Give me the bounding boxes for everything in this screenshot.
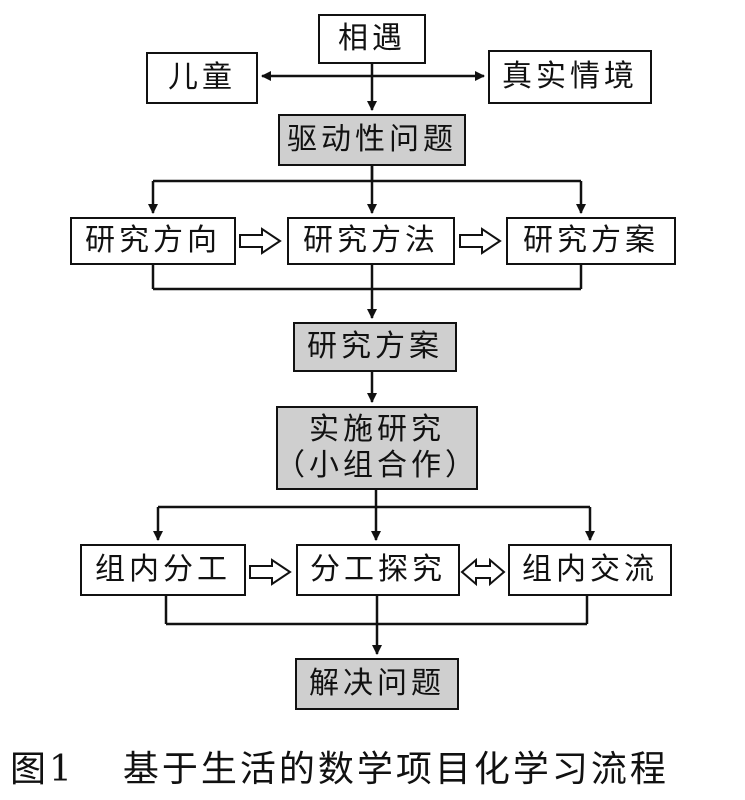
node-research-method: 研究方法 xyxy=(287,217,455,265)
node-research-plan-a: 研究方案 xyxy=(506,217,676,265)
node-research-plan-b: 研究方案 xyxy=(293,322,457,372)
node-implement-line2: （小组合作） xyxy=(275,448,479,483)
node-division-inquiry: 分工探究 xyxy=(296,544,460,596)
figure-title: 基于生活的数学项目化学习流程 xyxy=(122,749,669,790)
node-group-exchange: 组内交流 xyxy=(508,544,672,596)
node-encounter: 相遇 xyxy=(318,14,426,64)
node-solve-problem: 解决问题 xyxy=(295,658,459,710)
hollow-double-arrow-inquiry-exchange xyxy=(460,557,506,587)
figure-number: 图1 xyxy=(10,749,75,790)
node-group-division: 组内分工 xyxy=(80,544,246,596)
node-driving-question: 驱动性问题 xyxy=(278,114,466,166)
node-research-direction: 研究方向 xyxy=(70,217,236,265)
hollow-arrow-direction-to-method xyxy=(239,227,282,255)
hollow-arrow-division-to-inquiry xyxy=(249,558,292,586)
node-children: 儿童 xyxy=(146,52,258,104)
figure-caption: 图1 基于生活的数学项目化学习流程 xyxy=(0,738,745,794)
node-implement-research: 实施研究 （小组合作） xyxy=(275,406,479,490)
hollow-arrow-method-to-plan xyxy=(459,227,502,255)
node-real-context: 真实情境 xyxy=(488,50,652,104)
node-implement-line1: 实施研究 xyxy=(309,412,445,447)
